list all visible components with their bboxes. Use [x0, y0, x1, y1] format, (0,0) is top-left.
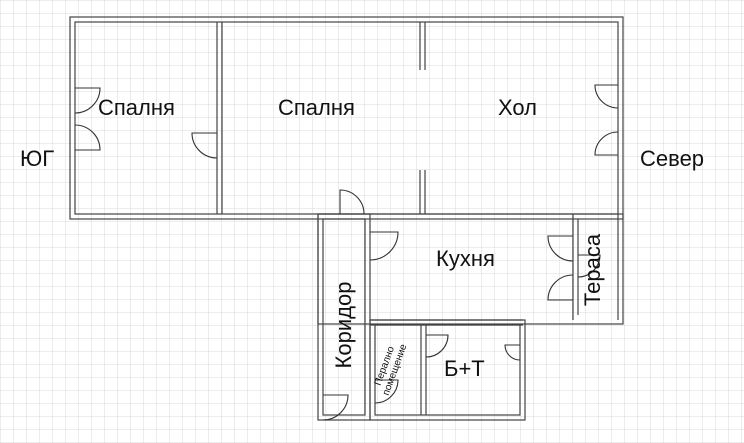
- orientation-south-label: ЮГ: [20, 146, 55, 171]
- room-label-bedroom-2: Спалня: [278, 95, 355, 120]
- orientation-north-label: Север: [640, 146, 705, 171]
- room-label-hall: Хол: [498, 95, 538, 120]
- room-label-corridor: Коридор: [331, 281, 356, 369]
- room-label-terrace-wrap: Тераса: [578, 233, 608, 307]
- room-label-bedroom-1: Спалня: [98, 95, 175, 120]
- room-label-corridor-wrap: Коридор: [329, 281, 359, 369]
- walls: [69, 16, 624, 421]
- room-label-bathroom: Б+Т: [444, 356, 485, 381]
- room-label-kitchen: Кухня: [436, 246, 495, 271]
- doors: [74, 84, 619, 421]
- room-label-terrace: Тераса: [580, 233, 605, 307]
